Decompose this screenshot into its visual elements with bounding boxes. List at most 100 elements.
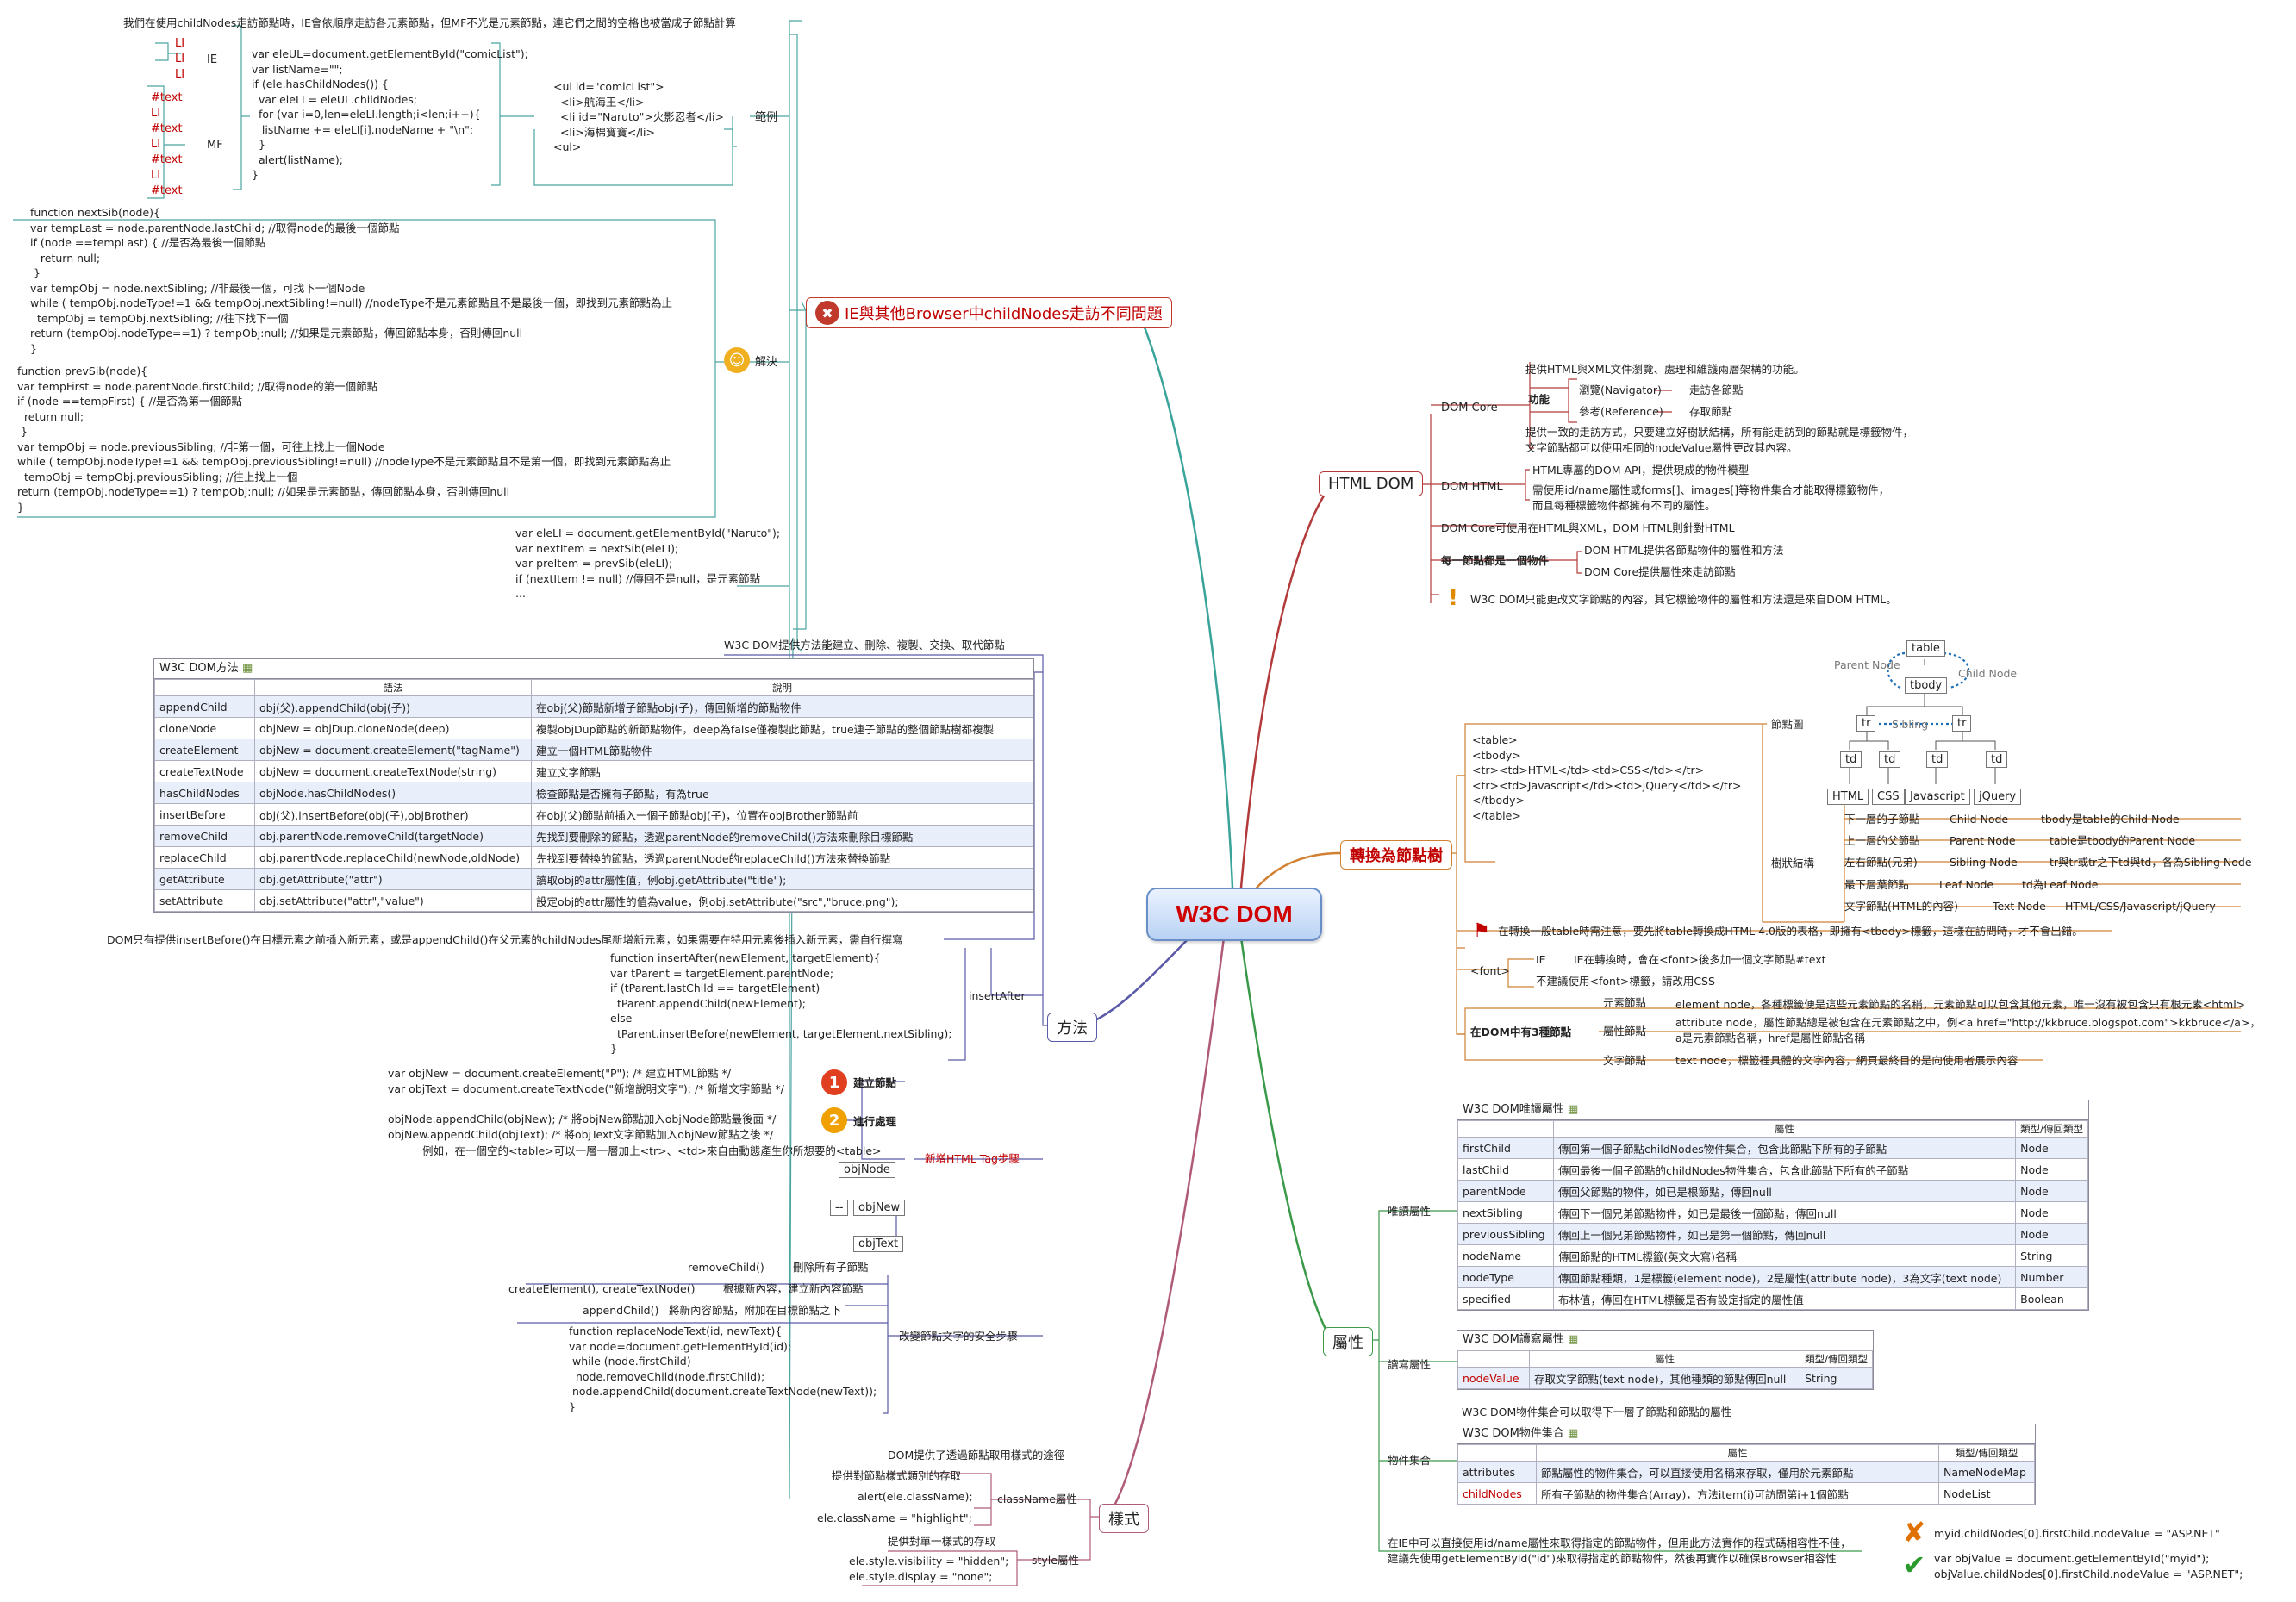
html-desc2: 需使用id/name屬性或forms[]、images[]等物件集合才能取得標籤… (1532, 483, 1890, 512)
prop-desc: 傳回上一個兄弟節點物件，如已是第一個節點，傳回null (1552, 1223, 2017, 1245)
replace-code: function replaceNodeText(id, newText){ v… (569, 1324, 877, 1414)
method-syntax: obj.getAttribute("attr") (254, 868, 532, 890)
branch-line-tree (1249, 851, 1341, 897)
read-only-title: W3C DOM唯讀屬性 ▦ (1457, 1100, 2088, 1120)
check-icon: ✔ (1902, 1549, 1926, 1581)
method-syntax: obj(父).appendChild(obj(子)) (254, 695, 532, 718)
code-line: ele.style.visibility = "hidden"; (849, 1555, 1009, 1568)
rel-4-name: 最下層葉節點 (1844, 878, 1910, 891)
obj-node-box: objNode (839, 1162, 895, 1178)
node-td-1: td (1840, 751, 1862, 768)
code-line: tParent.insertBefore(newElement, targetE… (610, 1026, 952, 1040)
html-source: <table> <tbody> <tr><td>HTML</td><td>CSS… (1472, 732, 1741, 823)
branch-tree[interactable]: 轉換為節點樹 (1340, 840, 1452, 870)
leaf-jquery: jQuery (1974, 789, 2022, 805)
ie-example-code: var eleUL=document.getElementById("comic… (252, 47, 528, 183)
code-line: tempObj = tempObj.nextSibling; //往下找下一個 (30, 311, 289, 325)
rel-5-name: 文字節點(HTML的內容) (1844, 900, 1959, 913)
code-line: } (569, 1399, 576, 1413)
code-line: } (30, 266, 41, 279)
sibling-label: Sibling (1892, 718, 1929, 731)
central-topic[interactable]: W3C DOM (1146, 888, 1322, 941)
prop-desc: 所有子節點的物件集合(Array)，方法item(i)可訪問第i+1個節點 (1536, 1482, 1939, 1505)
branch-html-dom-label: HTML DOM (1328, 475, 1414, 493)
html-line: </table> (1472, 808, 1521, 822)
prop-type: Number (2015, 1266, 2088, 1288)
rel-2-desc: table是tbody的Parent Node (2050, 834, 2196, 847)
mf-node: #text (151, 91, 183, 104)
code-line: while ( tempObj.nodeType!=1 && tempObj.p… (17, 455, 671, 468)
branch-ie-issue[interactable]: ✖ IE與其他Browser中childNodes走訪不同問題 (806, 297, 1172, 328)
node-tr-2: tr (1952, 715, 1972, 732)
code-line: if (node ==tempFirst) { //是否為第一個節點 (17, 395, 243, 408)
col-blank (1457, 1444, 1537, 1462)
node-table: table (1906, 640, 1945, 657)
font-tag-label: <font> (1470, 964, 1510, 977)
code-line: while ( tempObj.nodeType!=1 && tempObj.n… (30, 296, 673, 309)
code-line: ele.style.display = "none"; (849, 1569, 993, 1583)
node-tr-1: tr (1856, 715, 1876, 732)
code-line: var eleLI = eleUL.childNodes; (252, 92, 418, 106)
prop-desc: 存取文字節點(text node)，其他種類的節點傳回null (1528, 1367, 1801, 1389)
leaf-javascript: Javascript (1905, 789, 1970, 805)
prev-sib-function: function prevSib(node){ var tempFirst = … (17, 364, 671, 514)
remove-child-desc: 刪除所有子節點 (793, 1261, 869, 1274)
parent-node-label: Parent Node (1834, 658, 1900, 671)
classname-label: className屬性 (997, 1493, 1077, 1505)
method-syntax: objNode.hasChildNodes() (254, 782, 532, 804)
branch-line-html-dom (1239, 483, 1332, 888)
code-line: var objText = document.createTextNode("新… (388, 1082, 784, 1095)
method-name: setAttribute (154, 889, 255, 912)
method-name: insertBefore (154, 803, 255, 826)
html-line: <li id="Naruto">火影忍者</li> (553, 110, 724, 123)
prop-type: Node (2015, 1158, 2088, 1181)
branch-methods[interactable]: 方法 (1047, 1013, 1097, 1042)
leaf-css: CSS (1872, 789, 1905, 805)
branch-props[interactable]: 屬性 (1323, 1327, 1373, 1356)
branch-html-dom[interactable]: HTML DOM (1319, 471, 1424, 496)
html-line: <ul id="comicList"> (553, 80, 664, 93)
prop-name: nextSibling (1457, 1201, 1554, 1224)
method-name: appendChild (154, 695, 255, 718)
read-write-title: W3C DOM讀寫屬性 ▦ (1457, 1331, 1873, 1350)
style-header: DOM提供了透過節點取用樣式的途徑 (888, 1449, 1065, 1462)
rel-3-name: 左右節點(兄弟) (1844, 856, 1918, 869)
prop-name: nodeValue (1457, 1367, 1530, 1389)
insert-after-label: insertAfter (969, 989, 1026, 1002)
method-desc: 先找到要替換的節點，透過parentNode的replaceChild()方法來… (531, 846, 1033, 869)
code-line: if (tParent.lastChild == targetElement) (610, 982, 820, 994)
prop-name: parentNode (1457, 1180, 1554, 1202)
method-syntax: obj(父).insertBefore(obj(子),objBrother) (254, 803, 532, 826)
col-blank (1457, 1350, 1530, 1368)
code-line: return null; (30, 251, 101, 265)
rel-2-name: 上一層的父節點 (1844, 834, 1920, 847)
safe-label: 改變節點文字的安全步驟 (899, 1330, 1018, 1343)
prop-name: attributes (1457, 1461, 1537, 1483)
create-code: var objNew = document.createElement("P")… (388, 1066, 784, 1096)
methods-table-title-text: W3C DOM方法 (159, 662, 239, 675)
code-line: if (ele.hasChildNodes()) { (252, 78, 389, 90)
code-line: return (tempObj.nodeType==1) ? tempObj:n… (17, 485, 510, 498)
html-line: <tr><td>Javascript</td><td>jQuery</td></… (1472, 778, 1742, 792)
method-name: replaceChild (154, 846, 255, 869)
method-syntax: obj.setAttribute("attr","value") (254, 889, 532, 912)
leaf-html: HTML (1827, 789, 1869, 805)
code-line: var tempObj = node.nextSibling; //非最後一個，… (30, 281, 365, 295)
ref-desc: 存取節點 (1689, 405, 1733, 418)
branch-style[interactable]: 樣式 (1099, 1504, 1149, 1533)
read-write-label: 讀寫屬性 (1388, 1358, 1432, 1371)
prop-type: NameNodeMap (1938, 1461, 2035, 1483)
code-line: var node=document.getElementById(id); (569, 1339, 792, 1353)
method-name: getAttribute (154, 868, 255, 890)
html-line: <li>海棉寶寶</li> (553, 125, 655, 139)
code-line: var preItem = prevSib(eleLI); (515, 557, 673, 570)
code-line: } (610, 1042, 617, 1055)
read-only-title-text: W3C DOM唯讀屬性 (1463, 1103, 1564, 1116)
text-node-label: 文字節點 (1603, 1054, 1647, 1067)
